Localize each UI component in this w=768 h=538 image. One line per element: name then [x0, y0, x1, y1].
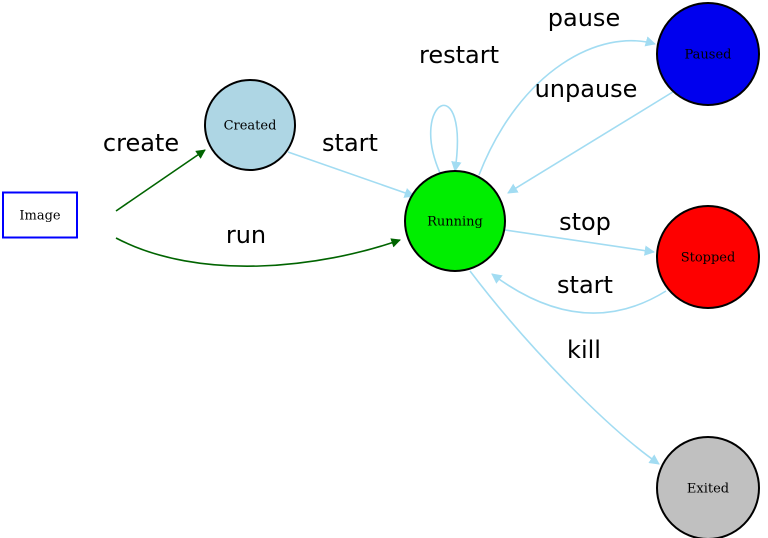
- edges-layer: [115, 36, 677, 465]
- edge-create: [115, 149, 206, 212]
- node-shape-running: [404, 170, 506, 272]
- edge-label-start-created: start: [322, 129, 378, 157]
- edge-label-unpause: unpause: [535, 75, 638, 103]
- edge-run: [115, 237, 401, 267]
- edge-label-stop: stop: [559, 208, 611, 236]
- edge-restart: [429, 104, 462, 174]
- node-shape-exited: [656, 436, 760, 538]
- edge-label-restart: restart: [419, 41, 499, 69]
- node-shape-image: [2, 191, 78, 239]
- edge-label-run: run: [226, 221, 266, 249]
- edge-label-kill: kill: [567, 336, 601, 364]
- edge-start-stopped: [491, 273, 667, 314]
- edge-kill: [469, 270, 660, 465]
- edge-pause: [478, 36, 656, 176]
- edge-start-created: [287, 151, 415, 198]
- node-image[interactable]: Image: [2, 191, 78, 239]
- node-shape-created: [204, 79, 296, 171]
- edge-labels-layer: create run start restart pause unpause stop sta…: [103, 4, 638, 364]
- node-paused[interactable]: Paused: [656, 2, 760, 106]
- node-exited[interactable]: Exited: [656, 436, 760, 538]
- edge-label-pause: pause: [548, 4, 620, 32]
- node-shape-stopped: [656, 205, 760, 309]
- edge-stop: [504, 229, 656, 256]
- node-created[interactable]: Created: [204, 79, 296, 171]
- edge-unpause: [507, 89, 677, 194]
- edge-label-start-stopped: start: [557, 271, 613, 299]
- edge-label-create: create: [103, 129, 179, 157]
- node-shape-paused: [656, 2, 760, 106]
- node-stopped[interactable]: Stopped: [656, 205, 760, 309]
- node-running[interactable]: Running: [404, 170, 506, 272]
